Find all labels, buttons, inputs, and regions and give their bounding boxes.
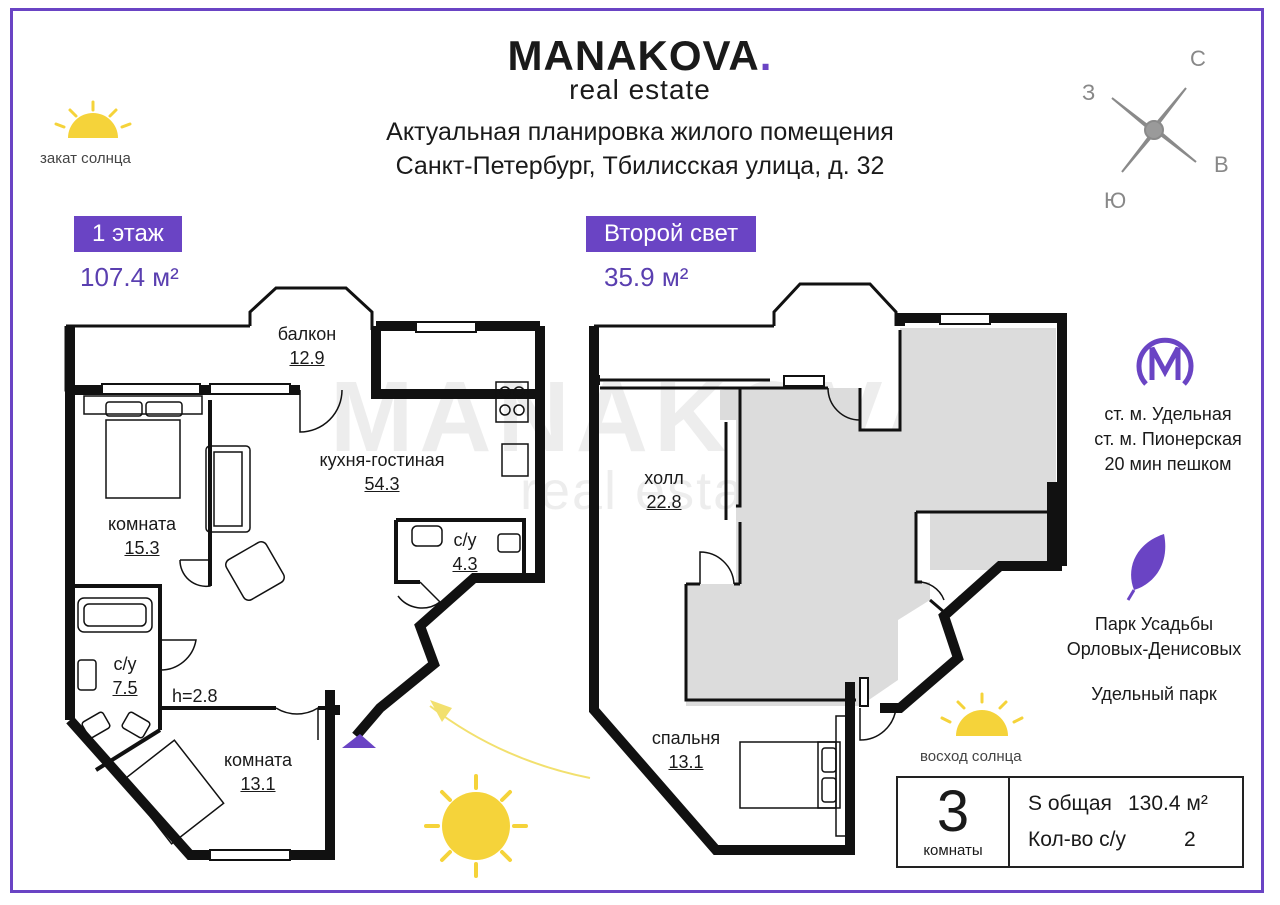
ceiling-height: h=2.8 [172, 686, 218, 706]
rooms-label: комнаты [923, 842, 983, 859]
room-hall-area: 22.8 [646, 492, 682, 512]
page-title-line1: Актуальная планировка жилого помещения [386, 118, 894, 146]
bath-count-label: Кол-во с/у [1028, 828, 1126, 851]
metro-line1: ст. м. Удельная [1104, 404, 1232, 424]
bath-count-value: 2 [1184, 828, 1196, 851]
page-title-line2: Санкт-Петербург, Тбилисская улица, д. 32 [395, 152, 885, 180]
park-line3: Удельный парк [1091, 684, 1217, 704]
metro-icon [1136, 337, 1194, 386]
leaf-icon [1126, 534, 1166, 601]
room-hall: холл 22.8 [634, 466, 694, 514]
floor2-area: 35.9 м² [604, 262, 689, 292]
room-bedroom3: спальня 13.1 [636, 726, 736, 774]
total-area-value: 130.4 м² [1128, 792, 1208, 815]
room-bath1-area: 4.3 [452, 554, 478, 574]
room-bedroom1-name: комната [107, 514, 177, 534]
brand-logo: MANAKOVA. [440, 32, 840, 80]
brand-name: MANAKOVA [507, 32, 760, 79]
room-kitchen-living-name: кухня-гостиная [319, 450, 445, 470]
room-bedroom3-name: спальня [651, 728, 721, 748]
park-line2: Орловых-Денисовых [1066, 639, 1242, 659]
compass-south: Ю [1104, 188, 1127, 213]
metro-line2: ст. м. Пионерская [1094, 429, 1242, 449]
sunset-label: закат солнца [40, 150, 131, 167]
metro-info: ст. м. Удельная ст. м. Пионерская 20 мин… [1070, 402, 1266, 477]
room-balcony-name: балкон [277, 324, 337, 344]
room-balcony-area: 12.9 [289, 348, 325, 368]
floor2-tag: Второй свет [586, 216, 757, 252]
floor1-tag: 1 этаж [74, 216, 182, 252]
compass-east: В [1214, 152, 1229, 177]
room-hall-name: холл [644, 468, 684, 488]
sunrise-label: восход солнца [920, 748, 1022, 765]
summary-box: 3 комнаты S общая 130.4 м² Кол-во с/у 2 [896, 776, 1244, 868]
summary-divider [1008, 778, 1010, 866]
compass-rose-icon [1111, 87, 1197, 173]
room-bedroom3-area: 13.1 [668, 752, 704, 772]
room-bath1: с/у 4.3 [440, 528, 490, 576]
room-kitchen-living: кухня-гостиная 54.3 [296, 448, 468, 496]
brand-dot: . [759, 32, 773, 79]
room-bath1-name: с/у [453, 530, 477, 550]
brand-subtitle: real estate [569, 74, 711, 105]
park-line1: Парк Усадьбы [1094, 614, 1214, 634]
room-bath2-name: с/у [113, 654, 137, 674]
total-area-label: S общая [1028, 792, 1112, 815]
room-bedroom2-name: комната [223, 750, 293, 770]
metro-line3: 20 мин пешком [1104, 454, 1232, 474]
sunset-icon [54, 100, 132, 138]
room-bedroom2: комната 13.1 [208, 748, 308, 796]
floor1-area: 107.4 м² [80, 262, 179, 292]
page-frame [10, 8, 1264, 893]
room-bath2: с/у 7.5 [100, 652, 150, 700]
room-bedroom2-area: 13.1 [240, 774, 276, 794]
park-info: Парк Усадьбы Орловых-Денисовых Удельный … [1036, 612, 1272, 707]
compass-west: З [1082, 80, 1096, 105]
compass-north: С [1190, 46, 1206, 71]
room-kitchen-living-area: 54.3 [364, 474, 400, 494]
room-bedroom1-area: 15.3 [124, 538, 160, 558]
room-bath2-area: 7.5 [112, 678, 138, 698]
rooms-count: 3 [936, 779, 970, 844]
room-balcony: балкон 12.9 [262, 322, 352, 370]
room-bedroom1: комната 15.3 [92, 512, 192, 560]
